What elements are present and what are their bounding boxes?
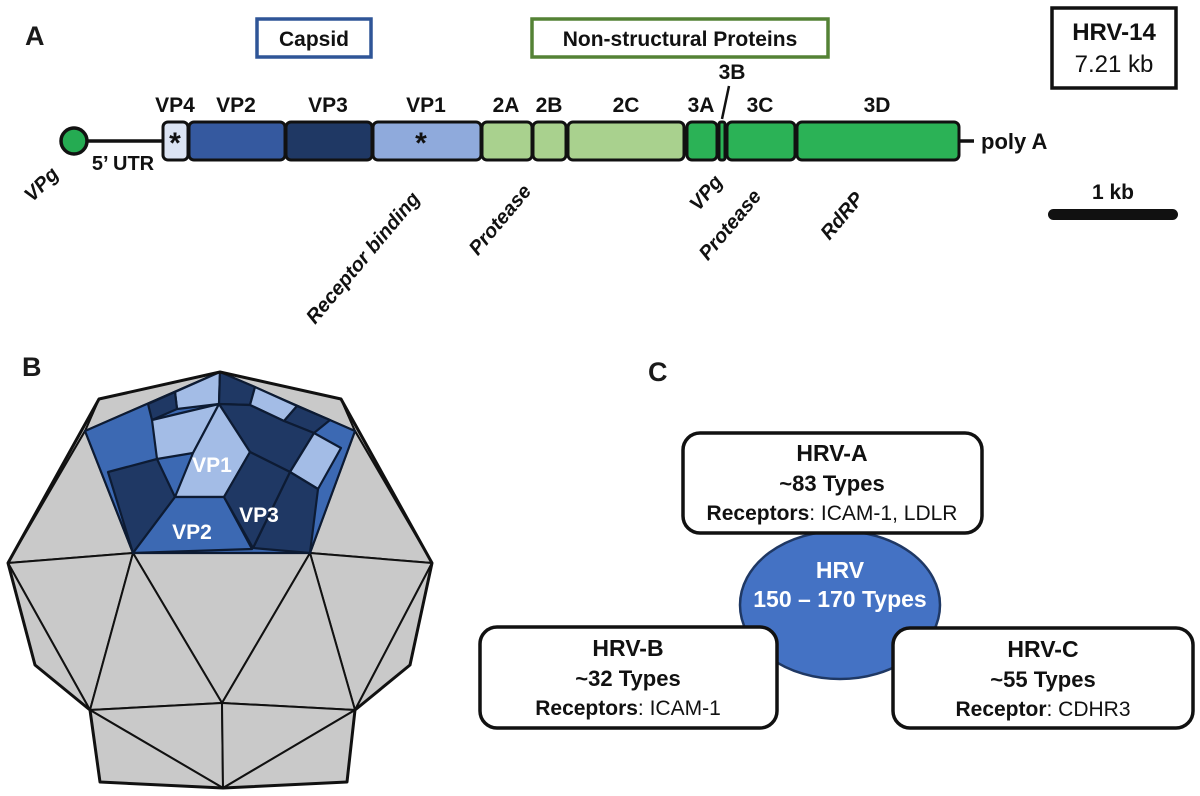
hrv-circle-title: HRV [816, 557, 865, 583]
five-prime-utr-label: 5’ UTR [92, 153, 155, 175]
vpg-circle [59, 126, 89, 156]
hrv-a-box [681, 431, 984, 535]
capsid-group-box [255, 17, 373, 59]
pentamer-vp2-tile [131, 495, 254, 555]
poly-a-label: poly A [981, 129, 1048, 154]
segment-vp3 [284, 120, 374, 162]
hrv-a-types: ~83 Types [779, 471, 884, 496]
label-3c: 3C [747, 94, 774, 117]
label-2a: 2A [493, 94, 520, 117]
scale-bar-label: 1 kb [1092, 181, 1134, 204]
strain-info-box [1050, 6, 1178, 90]
nonstructural-group-label: Non-structural Proteins [563, 28, 798, 51]
label-vp2: VP2 [216, 94, 256, 117]
hrv-a-name: HRV-A [796, 440, 867, 466]
vp4-asterisk: * [169, 127, 181, 160]
label-vp1: VP1 [406, 94, 446, 117]
hrv-b-box [478, 625, 779, 730]
segment-2a [480, 120, 534, 162]
panel-c-letter: C [648, 357, 668, 387]
annotation-receptor-binding: Receptor binding [302, 188, 425, 328]
strain-name: HRV-14 [1072, 19, 1156, 46]
hrv-c-name: HRV-C [1007, 636, 1078, 662]
capsid-vp2-label: VP2 [172, 521, 212, 544]
panel-c-species-overview: C HRV 150 – 170 Types HRV-A ~83 Types Re… [478, 357, 1195, 730]
segment-vp1 [371, 120, 483, 162]
panel-a-letter: A [25, 21, 45, 51]
hrv-b-name: HRV-B [592, 635, 663, 661]
segment-2b [531, 120, 568, 162]
hrv-c-card: HRV-C ~55 Types Receptor: CDHR3 [891, 626, 1195, 730]
annotation-vpg-3b: VPg [685, 171, 727, 215]
scale-bar [1048, 209, 1178, 220]
segment-3a [685, 120, 719, 162]
panel-b-letter: B [22, 352, 42, 382]
pentamer [83, 370, 357, 555]
label-2b: 2B [536, 94, 563, 117]
hrv-circle-subtitle: 150 – 170 Types [753, 586, 926, 612]
hrv-b-receptors: Receptors: ICAM-1 [535, 697, 721, 720]
hrv-c-receptor-value: : CDHR3 [1047, 698, 1131, 721]
nonstructural-group-box [530, 17, 830, 59]
segment-2c [566, 120, 686, 162]
segment-3c [725, 120, 797, 162]
hrv-c-receptor-label: Receptor [955, 698, 1046, 721]
hrv-b-card: HRV-B ~32 Types Receptors: ICAM-1 [478, 625, 779, 730]
panel-a-genome-map: A Capsid Non-structural Proteins HRV-14 … [20, 6, 1178, 328]
pentamer-back-tile [146, 390, 179, 422]
label-3a: 3A [688, 94, 715, 117]
segment-3b [717, 120, 727, 162]
segment-vp2 [187, 120, 287, 162]
capsid-vp1-label: VP1 [192, 454, 232, 477]
hrv-a-card: HRV-A ~83 Types Receptors: ICAM-1, LDLR [681, 431, 984, 535]
hrv-c-types: ~55 Types [990, 667, 1095, 692]
hrv-b-receptor-label: Receptors [535, 697, 638, 720]
strain-genome-size: 7.21 kb [1075, 51, 1154, 78]
hrv-b-types: ~32 Types [575, 666, 680, 691]
label-3b-pointer-line [720, 85, 731, 120]
vp1-asterisk: * [415, 127, 427, 160]
label-3b: 3B [719, 61, 746, 84]
vpg-protein-label: VPg [20, 163, 63, 206]
hrv-a-receptors: Receptors: ICAM-1, LDLR [707, 502, 958, 525]
annotation-rdrp: RdRP [816, 188, 868, 244]
hrv-a-receptor-value: : ICAM-1, LDLR [809, 502, 957, 525]
hrv-a-receptor-label: Receptors [707, 502, 810, 525]
label-3d: 3D [864, 94, 891, 117]
label-vp4: VP4 [155, 94, 195, 117]
hrv-c-box [891, 626, 1195, 730]
capsid-group-label: Capsid [279, 28, 349, 51]
icosahedron-outline [6, 370, 434, 790]
hrv-b-receptor-value: : ICAM-1 [638, 697, 721, 720]
genome-bar [161, 120, 961, 162]
hrv-c-receptors: Receptor: CDHR3 [955, 698, 1130, 721]
panel-b-capsid-structure: B [6, 352, 434, 790]
capsid-vp3-label: VP3 [239, 504, 279, 527]
label-vp3: VP3 [308, 94, 348, 117]
label-2c: 2C [613, 94, 640, 117]
segment-3d [795, 120, 961, 162]
pentamer-vp3-tile [222, 450, 292, 550]
annotation-protease-2a: Protease [465, 181, 536, 260]
